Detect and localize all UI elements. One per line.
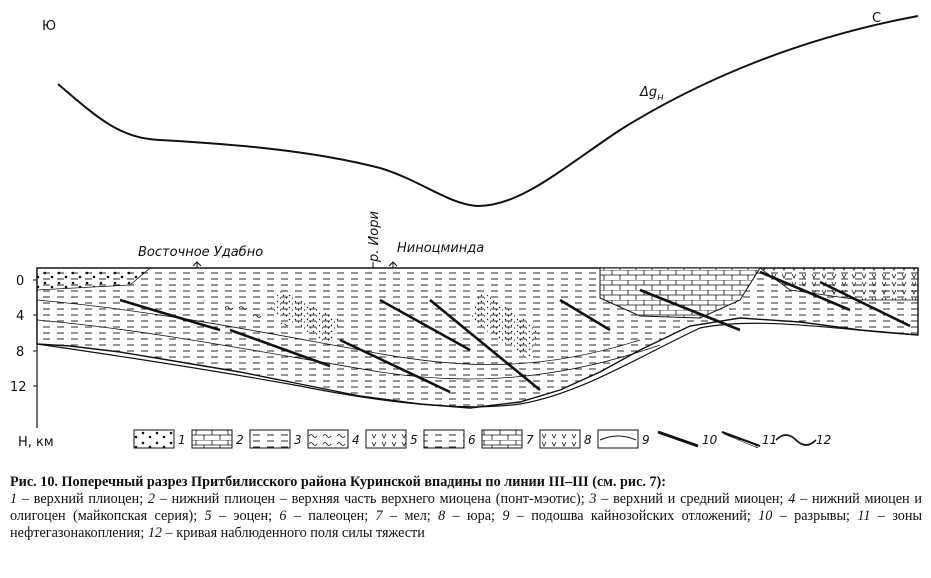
svg-text:12: 12 bbox=[10, 380, 27, 395]
north-label: С bbox=[872, 11, 881, 26]
legend: 1 2 3 4 5 6 7 8 9 10 11 12 bbox=[133, 429, 831, 449]
svg-text:9: 9 bbox=[642, 433, 650, 447]
legend-item-6: 6 bbox=[423, 429, 476, 449]
caption-title: Рис. 10. Поперечный разрез Притбилисског… bbox=[10, 474, 666, 490]
legend-item-12: 12 bbox=[775, 433, 831, 447]
legend-item-9: 9 bbox=[597, 429, 650, 449]
legend-item-11: 11 bbox=[721, 431, 777, 449]
gravity-label: Δgн bbox=[639, 85, 664, 103]
svg-text:4: 4 bbox=[352, 433, 360, 447]
svg-text:1: 1 bbox=[178, 433, 186, 447]
svg-text:11: 11 bbox=[762, 433, 777, 447]
legend-item-1: 1 bbox=[133, 429, 186, 449]
legend-item-8: 8 bbox=[539, 429, 592, 449]
svg-text:7: 7 bbox=[526, 433, 534, 447]
depth-unit: H, км bbox=[18, 435, 54, 450]
gravity-curve bbox=[57, 15, 919, 208]
place-ninotsminda: Ниноцминда bbox=[397, 241, 484, 256]
svg-text:2: 2 bbox=[236, 433, 244, 447]
legend-item-3: 3 bbox=[249, 429, 302, 449]
svg-text:3: 3 bbox=[294, 433, 302, 447]
legend-item-7: 7 bbox=[481, 429, 534, 449]
south-label: Ю bbox=[42, 19, 56, 34]
cross-section-figure: Ю С Δgн Восточное Удабно р. Иори Ниноцми… bbox=[10, 11, 919, 450]
legend-item-10: 10 bbox=[657, 430, 718, 448]
svg-text:12: 12 bbox=[816, 433, 831, 447]
depth-ticks: 0 4 8 12 bbox=[10, 274, 37, 395]
svg-text:4: 4 bbox=[16, 309, 24, 324]
svg-text:8: 8 bbox=[16, 345, 24, 360]
legend-item-4: 4 bbox=[307, 429, 360, 449]
svg-text:6: 6 bbox=[468, 433, 476, 447]
svg-text:5: 5 bbox=[410, 433, 418, 447]
svg-text:8: 8 bbox=[584, 433, 592, 447]
svg-text:10: 10 bbox=[702, 433, 718, 447]
figure-caption: Рис. 10. Поперечный разрез Притбилисског… bbox=[10, 474, 922, 542]
place-iori-river: р. Иори bbox=[367, 211, 382, 263]
legend-item-5: 5 bbox=[365, 429, 418, 449]
legend-item-2: 2 bbox=[191, 429, 244, 449]
svg-text:0: 0 bbox=[16, 274, 24, 289]
place-east-udabno: Восточное Удабно bbox=[138, 245, 263, 260]
caption-items: 1 – верхний плиоцен; 2 – нижний плиоцен … bbox=[10, 491, 923, 541]
geologic-section bbox=[36, 267, 919, 409]
